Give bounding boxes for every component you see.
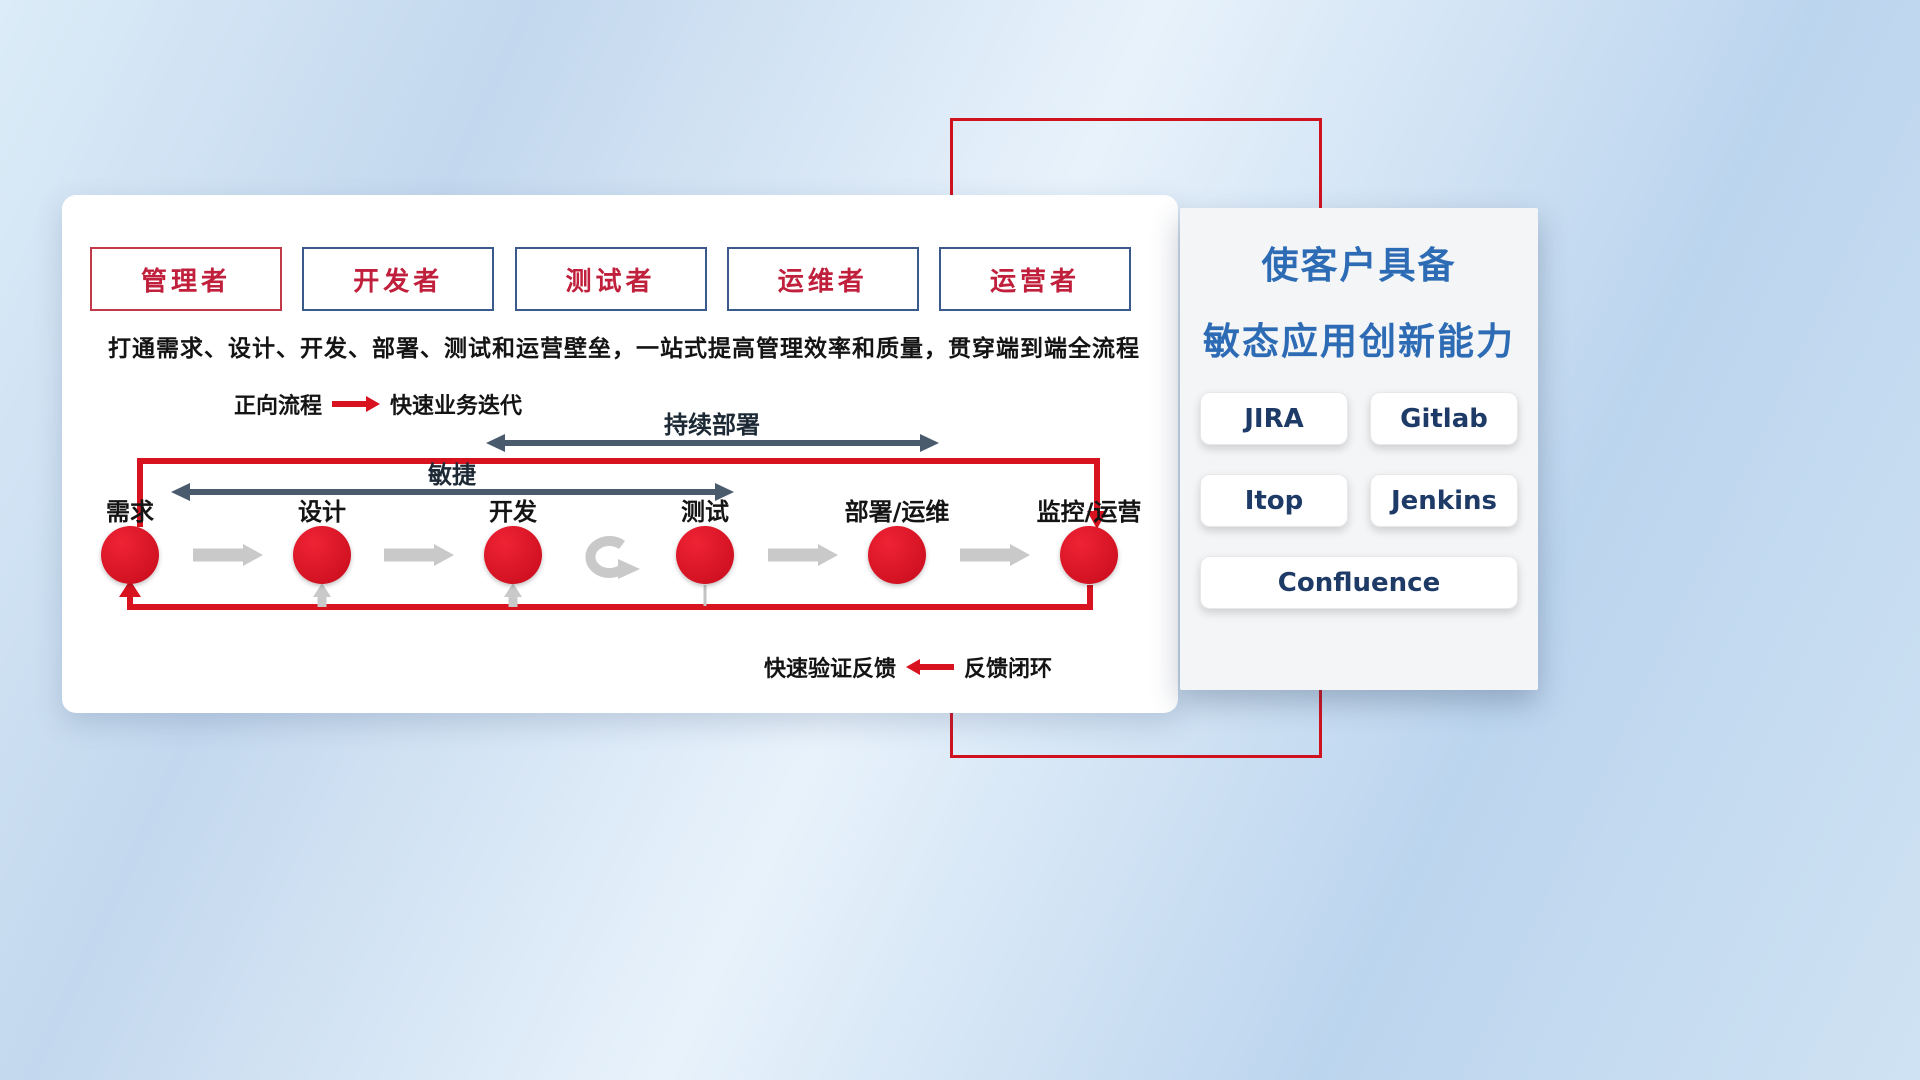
flow-description: 打通需求、设计、开发、部署、测试和运营壁垒，一站式提高管理效率和质量，贯穿端到端… — [108, 336, 1140, 362]
feedback-desc: 快速验证反馈 — [764, 657, 897, 682]
forward-loop-arrow — [137, 458, 1107, 529]
right-arrow-icon — [332, 396, 381, 412]
forward-flow-label: 正向流程 — [234, 394, 323, 419]
devops-flow-panel: 管理者 开发者 测试者 运维者 运营者 打通需求、设计、开发、部署、测试和运营壁… — [62, 195, 1178, 713]
tool-chip-itop: Itop — [1200, 474, 1348, 527]
role-label: 开发者 — [353, 266, 444, 297]
benefits-title-line1: 使客户具备 — [1261, 244, 1457, 287]
role-box-tester: 测试者 — [514, 247, 707, 311]
stage-node-icon — [293, 526, 351, 584]
role-label: 管理者 — [140, 266, 231, 297]
tool-chip-grid: JIRA Gitlab Itop Jenkins Confluence — [1180, 392, 1538, 609]
iteration-loop-icon — [585, 536, 640, 579]
tool-chip-jenkins: Jenkins — [1370, 474, 1518, 527]
tool-chip-gitlab: Gitlab — [1370, 392, 1518, 445]
stage-design: 设计 — [252, 499, 392, 584]
flow-connectors — [119, 434, 1107, 610]
feedback-label: 反馈闭环 — [964, 657, 1053, 682]
agile-span-label: 敏捷 — [428, 461, 476, 489]
tool-chip-confluence: Confluence — [1200, 556, 1518, 609]
role-label: 运维者 — [777, 266, 868, 297]
stage-requirements: 需求 — [60, 499, 200, 584]
role-box-business-operator: 运营者 — [939, 247, 1131, 311]
cd-span-arrow — [486, 434, 939, 452]
feedback-loop-arrow — [119, 580, 1093, 610]
forward-flow-legend: 正向流程 快速业务迭代 — [234, 388, 522, 420]
feedback-legend: 快速验证反馈 反馈闭环 — [764, 651, 1052, 683]
stage-deploy-ops: 部署/运维 — [827, 499, 967, 584]
role-label: 运营者 — [989, 266, 1080, 297]
stage-node-icon — [484, 526, 542, 584]
feedback-branch-arrows — [313, 583, 707, 607]
role-box-operations: 运维者 — [726, 247, 919, 311]
agile-span-arrow — [171, 483, 734, 501]
cd-span-label: 持续部署 — [664, 411, 760, 439]
stage-development: 开发 — [443, 499, 583, 584]
stage-node-icon — [676, 526, 734, 584]
benefits-title-line2: 敏态应用创新能力 — [1203, 320, 1515, 363]
stage-label: 测试 — [681, 498, 729, 526]
stage-label: 需求 — [106, 498, 154, 526]
role-box-manager: 管理者 — [90, 247, 282, 311]
left-arrow-icon — [906, 659, 955, 675]
stage-label: 开发 — [489, 498, 537, 526]
step-arrows — [193, 544, 1030, 566]
role-label: 测试者 — [565, 266, 656, 297]
role-boxes-row: 管理者 开发者 测试者 运维者 运营者 — [90, 247, 1131, 311]
stage-node-icon — [868, 526, 926, 584]
stage-testing: 测试 — [635, 499, 775, 584]
stage-node-icon — [1060, 526, 1118, 584]
stage-node-icon — [101, 526, 159, 584]
role-box-developer: 开发者 — [302, 247, 495, 311]
tool-chip-jira: JIRA — [1200, 392, 1348, 445]
stage-label: 部署/运维 — [844, 498, 950, 526]
stage-monitor-operate: 监控/运营 — [1019, 499, 1159, 584]
forward-flow-desc: 快速业务迭代 — [390, 394, 523, 419]
stage-label: 监控/运营 — [1036, 498, 1142, 526]
benefits-title: 使客户具备 敏态应用创新能力 — [1180, 228, 1538, 380]
benefits-panel: 使客户具备 敏态应用创新能力 JIRA Gitlab Itop Jenkins … — [1180, 208, 1538, 690]
stage-label: 设计 — [298, 498, 346, 526]
